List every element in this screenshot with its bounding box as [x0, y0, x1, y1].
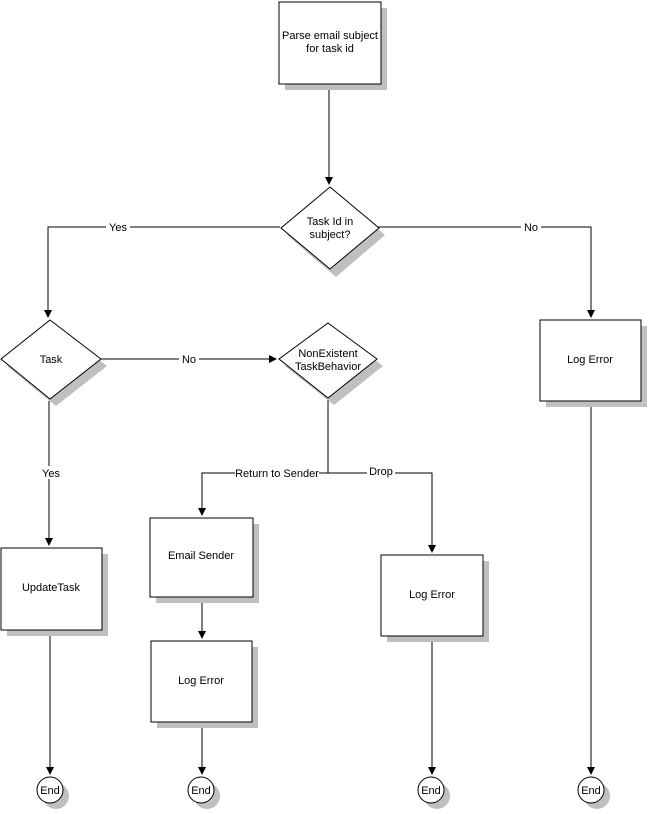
edge-labels: Yes No No Yes Return to Sender Drop: [39, 220, 541, 480]
edge-label-return-to-sender: Return to Sender: [235, 468, 319, 480]
process-log-error-after-email: Log Error: [150, 640, 258, 728]
node-label-line: Email Sender: [168, 550, 234, 562]
process-update-task: UpdateTask: [0, 547, 108, 636]
node-label-line: NonExistent: [298, 348, 357, 360]
edge-label-drop: Drop: [369, 466, 393, 478]
process-log-error-right: Log Error: [539, 319, 647, 407]
node-label-line: UpdateTask: [22, 582, 81, 594]
edge-taskid-yes: [44, 226, 280, 318]
node-label-line: subject?: [310, 229, 351, 241]
node-label-line: End: [581, 785, 601, 797]
node-label-line: Log Error: [567, 354, 613, 366]
edge-label-yes-task: Yes: [42, 468, 60, 480]
node-label-line: End: [191, 785, 211, 797]
edge-label-yes-taskid: Yes: [109, 222, 127, 234]
edge-label-no-task: No: [182, 354, 196, 366]
node-label-line: for task id: [306, 43, 354, 55]
edge-label-no-taskid: No: [524, 222, 538, 234]
edges: [44, 84, 595, 775]
node-label-line: TaskBehavior: [295, 361, 361, 373]
node-label-line: Task Id in: [307, 216, 353, 228]
node-label-line: Log Error: [409, 589, 455, 601]
node-label-line: End: [421, 785, 441, 797]
process-log-error-drop: Log Error: [380, 554, 489, 642]
node-label-line: Task: [40, 354, 63, 366]
terminator-end-1: End: [36, 776, 69, 809]
decision-nonexistent-task-behavior: NonExistent TaskBehavior: [278, 322, 383, 405]
terminator-end-4: End: [577, 776, 610, 809]
node-label-line: End: [40, 785, 60, 797]
node-label-line: Log Error: [178, 675, 224, 687]
edge-drop: [328, 472, 436, 553]
process-parse-email-subject: Parse email subject for task id: [278, 1, 387, 90]
node-label-line: Parse email subject: [282, 30, 378, 42]
terminator-end-2: End: [187, 776, 220, 809]
terminator-end-3: End: [417, 776, 450, 809]
decision-task-id-in-subject: Task Id in subject?: [280, 186, 385, 277]
decision-task: Task: [0, 319, 107, 406]
process-email-sender: Email Sender: [149, 517, 259, 603]
edge-taskid-no: [378, 226, 595, 318]
